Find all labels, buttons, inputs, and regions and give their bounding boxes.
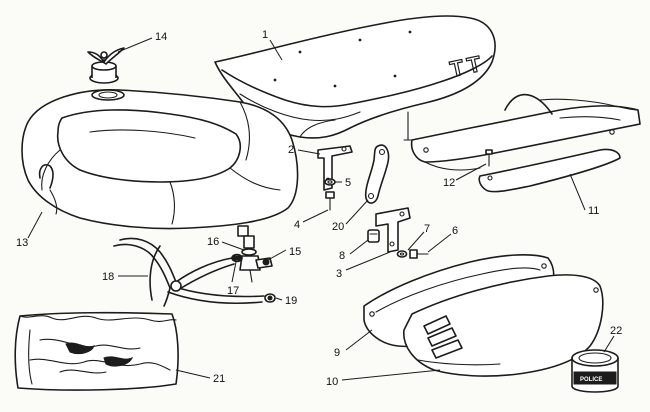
grommet-8: [367, 229, 380, 243]
callout-14: 14: [155, 31, 167, 43]
callout-4: 4: [294, 219, 300, 231]
callout-2: 2: [288, 144, 294, 156]
callout-15: 15: [289, 246, 301, 258]
callout-19: 19: [285, 295, 297, 307]
bracket-20: [364, 144, 390, 204]
callout-16: 16: [207, 236, 219, 248]
tin-label: POLICE: [580, 377, 602, 383]
callout-7: 7: [424, 223, 430, 235]
callout-10: 10: [326, 376, 338, 388]
side-panel-10: [403, 274, 604, 377]
fuel-tap: [239, 235, 273, 283]
callout-labels: 1 2 3 4 5 6 7 8 9 10 11 12 13 14 15 16 1…: [16, 29, 622, 388]
callout-3: 3: [336, 268, 342, 280]
callout-11: 11: [588, 205, 599, 217]
tail-section: [410, 93, 641, 193]
tank-cover-bag: [14, 311, 179, 391]
callout-9: 9: [334, 347, 340, 359]
callout-22: 22: [610, 325, 622, 337]
fuel-hose-18: [113, 237, 265, 307]
fuel-cap: [87, 47, 125, 84]
callout-18: 18: [102, 271, 114, 283]
bolt-6: [409, 249, 429, 259]
bracket-3: [375, 207, 411, 253]
callout-17: 17: [227, 285, 239, 297]
fuel-tank: [21, 88, 299, 237]
callout-5: 5: [345, 177, 351, 189]
hose-clip-17: [231, 253, 243, 263]
callout-8: 8: [339, 250, 345, 262]
callout-20: 20: [332, 221, 344, 233]
callout-21: 21: [213, 373, 225, 385]
callout-1: 1: [262, 29, 268, 41]
washer-7: [396, 250, 408, 258]
leader-lines: [27, 37, 615, 381]
bolt-12: [485, 149, 493, 167]
callout-12: 12: [443, 177, 455, 189]
washer-5: [324, 178, 336, 186]
hose-clip-19: [264, 293, 276, 303]
callout-13: 13: [16, 237, 28, 249]
bolt-4: [325, 191, 335, 211]
polish-tin: POLICE: [571, 349, 619, 393]
callout-6: 6: [452, 225, 458, 237]
